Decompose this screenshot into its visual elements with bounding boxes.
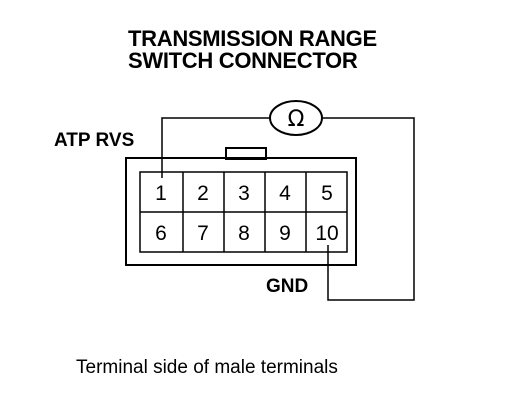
connector-housing	[125, 147, 357, 266]
pin-2: 2	[197, 182, 209, 205]
pin-10: 10	[315, 222, 338, 245]
pin-6: 6	[155, 222, 167, 245]
atp-rvs-label: ATP RVS	[54, 130, 134, 151]
connector-outer-shell	[125, 157, 357, 266]
lead-meter-to-pin10	[322, 117, 415, 301]
pin-row-1: 1 2 3 4 5	[155, 182, 333, 205]
ohmmeter-icon: Ω	[269, 100, 323, 136]
pin-1: 1	[155, 182, 167, 205]
pin-9: 9	[279, 222, 291, 245]
pin-7: 7	[197, 222, 209, 245]
ohm-symbol: Ω	[288, 107, 305, 132]
pin-3: 3	[238, 182, 250, 205]
title-line-1: TRANSMISSION RANGE	[128, 26, 377, 51]
terminal-grid	[140, 172, 347, 252]
caption: Terminal side of male terminals	[76, 357, 338, 378]
pin-4: 4	[279, 182, 291, 205]
pin-8: 8	[238, 222, 250, 245]
test-leads	[161, 117, 415, 301]
gnd-label: GND	[266, 276, 308, 297]
title-line-2: SWITCH CONNECTOR	[128, 48, 358, 73]
pin-row-2: 6 7 8 9 10	[155, 222, 339, 245]
pin-5: 5	[321, 182, 333, 205]
